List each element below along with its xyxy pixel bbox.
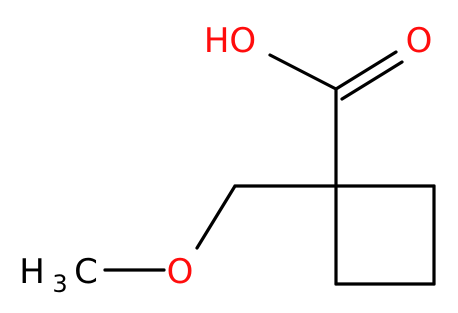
atom-labels: HO O O H 3 C — [19, 21, 432, 298]
bonds — [103, 50, 436, 286]
bond-carbonyl-double-2 — [340, 60, 404, 101]
carbonyl-oxygen-label: O — [406, 21, 433, 61]
bond-ch2-to-oxygen — [195, 184, 237, 250]
methyl-h-label: H — [19, 252, 45, 292]
bond-carboxyl-hydroxyl — [268, 53, 338, 91]
methyl-c-label: C — [74, 252, 98, 292]
hydroxyl-label: HO — [204, 21, 256, 61]
methyl-subscript-label: 3 — [52, 270, 67, 298]
bond-carbonyl-double-1 — [334, 50, 398, 91]
ether-oxygen-label: O — [167, 252, 194, 292]
